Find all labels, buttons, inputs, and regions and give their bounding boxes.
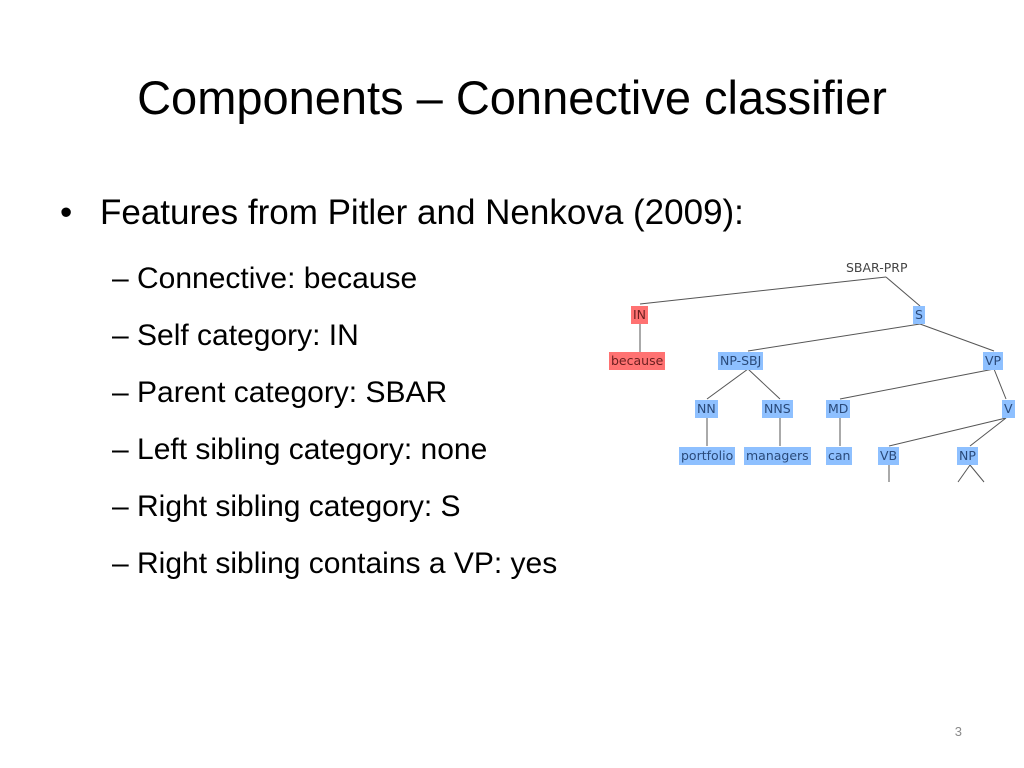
tree-node-np: NP <box>957 447 978 465</box>
tree-node-s: S <box>913 306 925 324</box>
sub-bullet-connective: – Connective: because <box>112 262 418 295</box>
bullet-dot-icon: • <box>60 193 73 232</box>
tree-node-md: MD <box>826 400 851 418</box>
tree-node-vp: VP <box>983 352 1004 370</box>
sub-bullet-self-category: – Self category: IN <box>112 319 359 352</box>
sub-bullet-parent-category: – Parent category: SBAR <box>112 376 448 409</box>
sub-bullet-right-sibling: – Right sibling category: S <box>112 490 461 523</box>
slide-title: Components – Connective classifier <box>137 71 887 124</box>
tree-node-because: because <box>609 352 666 370</box>
parse-tree-edges <box>639 276 1007 483</box>
page-number: 3 <box>954 724 962 739</box>
sub-bullet-left-sibling: – Left sibling category: none <box>112 433 488 466</box>
main-bullet: • Features from Pitler and Nenkova (2009)… <box>60 190 744 236</box>
parse-tree-diagram: SBAR-PRP IN S because NP-SBJ VP NN NNS M… <box>600 250 1024 490</box>
main-bullet-text: Features from Pitler and Nenkova (2009): <box>100 193 744 232</box>
tree-node-nns: NNS <box>762 400 793 418</box>
tree-node-can: can <box>826 447 853 465</box>
tree-node-in: IN <box>631 306 649 324</box>
tree-node-v-partial: V <box>1002 400 1015 418</box>
tree-node-np-sbj: NP-SBJ <box>718 352 764 370</box>
tree-node-sbar-prp: SBAR-PRP <box>846 260 908 275</box>
sub-bullet-list: – Connective: because – Self category: I… <box>112 250 557 592</box>
tree-node-portfolio: portfolio <box>679 447 736 465</box>
tree-node-managers: managers <box>744 447 811 465</box>
tree-node-nn: NN <box>695 400 718 418</box>
tree-node-vb: VB <box>878 447 900 465</box>
sub-bullet-right-sibling-vp: – Right sibling contains a VP: yes <box>112 547 558 580</box>
